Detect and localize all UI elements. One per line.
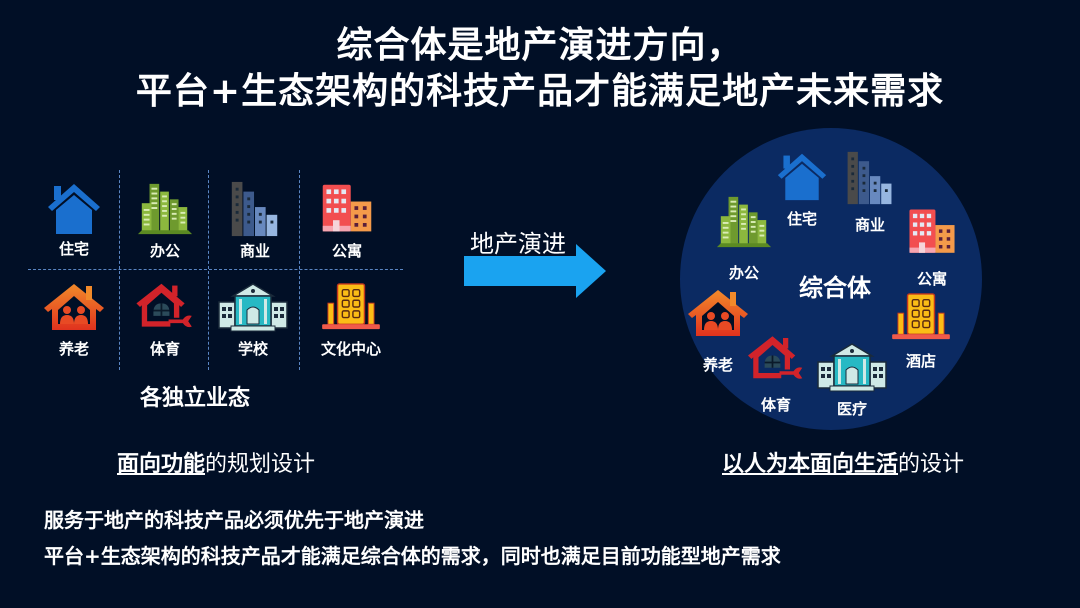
culture-center-icon: [319, 282, 383, 332]
circle-item-hotel: 酒店: [890, 292, 952, 371]
page-title-line-2: 平台+生态架构的科技产品才能满足地产未来需求: [135, 71, 945, 112]
circle-item-commercial: 商业: [840, 148, 900, 235]
circle-center-label: 综合体: [799, 274, 871, 302]
circle-item-label: 体育: [760, 396, 791, 414]
independent-formats-subtitle: 各独立业态: [140, 386, 251, 411]
office-buildings-icon: [715, 192, 773, 252]
right-caption: 以人为本面向生活的设计: [722, 446, 964, 478]
apartment-icon: [319, 180, 375, 238]
arrow-label: 地产演进: [470, 230, 566, 258]
grid-item-elderly-care: 养老: [29, 282, 119, 372]
elderly-care-icon: [686, 288, 750, 338]
grid-item-label: 办公: [149, 242, 180, 260]
grid-divider-vertical: [119, 170, 120, 370]
circle-item-label: 办公: [728, 264, 759, 282]
sports-house-wrench-icon: [748, 334, 804, 384]
circle-item-label: 住宅: [786, 210, 817, 228]
left-caption-emphasis: 面向功能: [117, 452, 206, 477]
bottom-statement-1: 服务于地产的科技产品必须优先于地产演进: [44, 508, 424, 532]
right-caption-emphasis: 以人为本面向生活: [722, 452, 899, 477]
grid-item-apartment: 公寓: [302, 180, 392, 270]
school-building-icon: [217, 282, 289, 332]
circle-item-office: 办公: [714, 192, 774, 283]
sports-house-wrench-icon: [136, 282, 194, 332]
left-caption-rest: 的规划设计: [205, 452, 316, 477]
commercial-towers-icon: [842, 148, 898, 208]
circle-item-medical: 医疗: [816, 342, 888, 419]
grid-item-label: 体育: [149, 340, 180, 358]
circle-item-label: 酒店: [905, 352, 936, 370]
circle-item-label: 养老: [702, 356, 733, 374]
apartment-icon: [906, 206, 958, 258]
commercial-towers-icon: [225, 180, 285, 238]
page-title-line-1: 综合体是地产演进方向，: [336, 25, 744, 66]
grid-divider-vertical: [299, 170, 300, 370]
hotel-icon: [890, 292, 952, 342]
circle-item-label: 公寓: [916, 270, 947, 288]
circle-item-apartment: 公寓: [904, 206, 960, 289]
grid-item-label: 学校: [237, 340, 268, 358]
grid-item-label: 商业: [239, 242, 270, 260]
grid-divider-vertical: [208, 170, 209, 370]
grid-item-residential: 住宅: [29, 180, 119, 270]
office-buildings-icon: [135, 180, 195, 238]
circle-item-label: 医疗: [836, 400, 867, 418]
elderly-care-icon: [42, 282, 106, 332]
grid-item-commercial: 商业: [210, 180, 300, 270]
grid-item-label: 养老: [58, 340, 89, 358]
circle-item-label: 商业: [854, 216, 885, 234]
circle-item-residential: 住宅: [772, 150, 832, 229]
grid-item-label: 住宅: [58, 240, 89, 258]
house-icon: [773, 150, 831, 202]
grid-item-office: 办公: [120, 180, 210, 270]
grid-item-label: 公寓: [331, 242, 362, 260]
right-caption-rest: 的设计: [898, 452, 965, 477]
grid-item-culture-center: 文化中心: [306, 282, 396, 372]
right-arrow-icon: [464, 244, 606, 298]
grid-divider-horizontal: [28, 269, 403, 270]
integrated-complex-circle: 住宅 商业 公寓 酒店 医疗 体育 养老 办公 综合体: [680, 128, 982, 430]
circle-item-elderly-care: 养老: [686, 288, 750, 375]
grid-item-label: 文化中心: [320, 340, 381, 358]
bottom-statement-2: 平台+生态架构的科技产品才能满足综合体的需求，同时也满足目前功能型地产需求: [44, 544, 781, 568]
house-icon: [44, 180, 104, 236]
grid-item-school: 学校: [208, 282, 298, 372]
grid-item-sports: 体育: [120, 282, 210, 372]
hospital-building-icon: [816, 342, 888, 392]
circle-item-sports: 体育: [746, 334, 806, 415]
left-caption: 面向功能的规划设计: [117, 446, 315, 478]
